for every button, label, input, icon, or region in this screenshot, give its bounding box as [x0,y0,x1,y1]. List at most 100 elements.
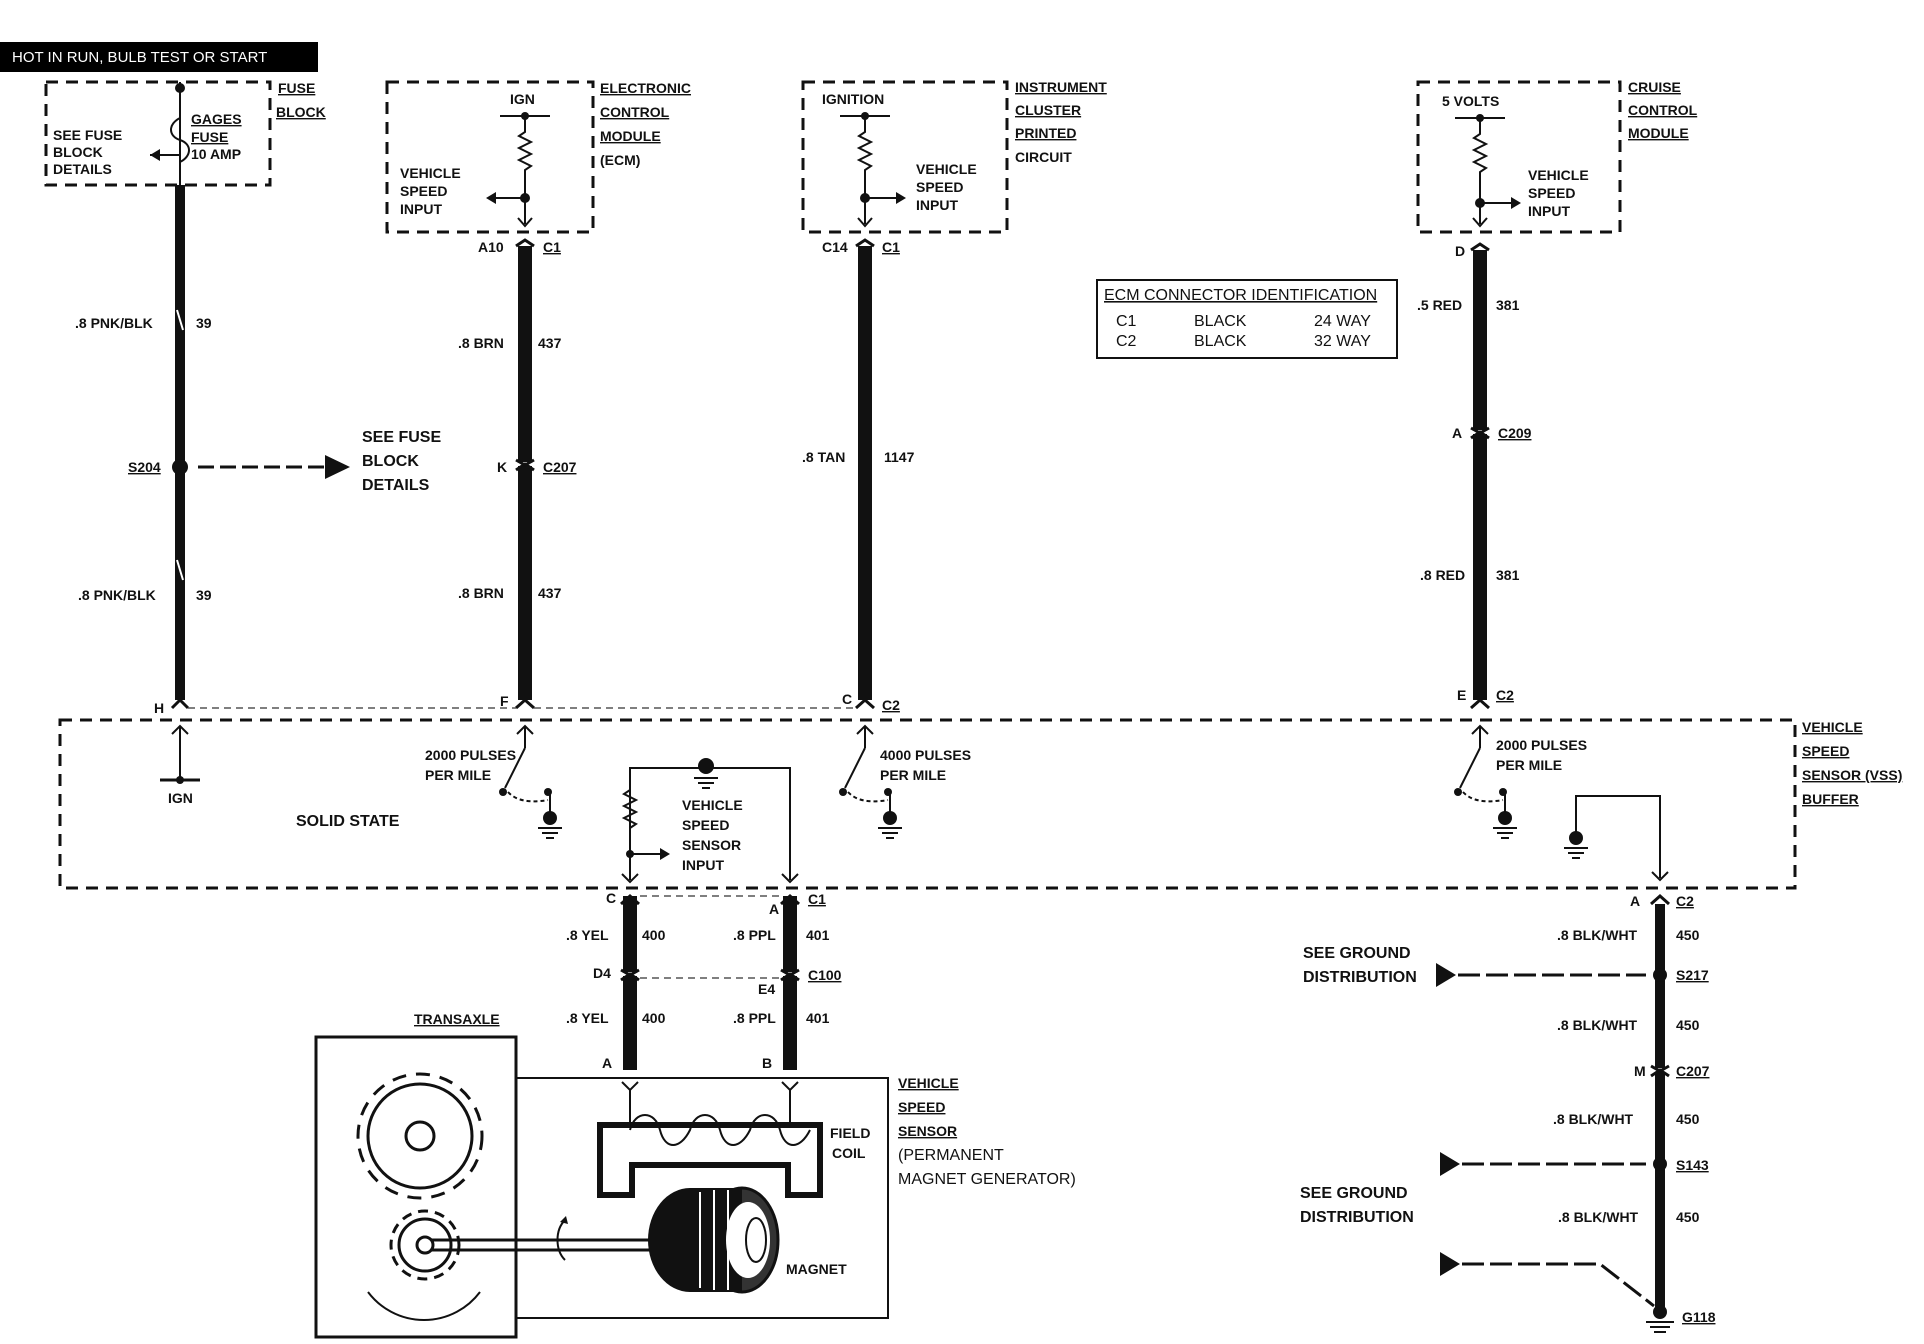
cluster-box [801,80,1009,234]
solid-state-label: SOLID STATE [296,813,400,830]
diagram-label: PER MILE [880,767,946,783]
diagram-label: (PERMANENT [898,1147,1004,1164]
diagram-label: 450 [1676,927,1700,943]
diagram-label: SEE FUSE [362,429,441,446]
ecm-table-cell: BLACK [1194,313,1247,330]
diagram-label: SPEED [916,179,963,195]
diagram-label: 450 [1676,1111,1700,1127]
diagram-label: IGN [510,91,535,107]
diagram-label: PER MILE [425,767,491,783]
diagram-label: .8 RED [1420,567,1465,583]
diagram-label: .8 PPL [733,927,776,943]
diagram-label: C2 [1496,687,1514,703]
fuse-block-box [44,80,272,187]
diagram-label: A10 [478,239,504,255]
diagram-label: C1 [808,891,826,907]
field-coil-icon [597,1114,823,1198]
diagram-label: .8 BLK/WHT [1557,1017,1638,1033]
diagram-label: S143 [1676,1157,1709,1173]
diagram-label: M [1634,1063,1646,1079]
diagram-label: K [497,459,507,475]
diagram-label: MODULE [600,128,661,144]
diagram-label: .8 PPL [733,1010,776,1026]
diagram-label: INPUT [400,201,442,217]
diagram-label: 39 [196,315,212,331]
ecm-table-cell: C1 [1116,313,1137,330]
diagram-label: 4000 PULSES [880,747,971,763]
diagram-label: COIL [832,1145,866,1161]
diagram-label: G118 [1682,1309,1716,1325]
ecm-table-cell: BLACK [1194,333,1247,350]
diagram-label: DETAILS [362,477,430,494]
diagram-label: 1147 [884,449,915,465]
diagram-label: CONTROL [600,104,670,120]
gages-fuse-label: FUSE [191,129,228,145]
diagram-label: CIRCUIT [1015,149,1072,165]
diagram-label: C209 [1498,425,1532,441]
diagram-label: E [1457,687,1466,703]
diagram-label: INSTRUMENT [1015,79,1107,95]
gages-fuse-label: GAGES [191,111,242,127]
diagram-label: 400 [642,927,666,943]
magnet-icon [648,1186,780,1294]
diagram-label: S204 [128,459,161,475]
diagram-label: SPEED [1528,185,1575,201]
diagram-label: .8 BRN [458,335,504,351]
diagram-label: 5 VOLTS [1442,93,1499,109]
diagram-label: A [602,1055,612,1071]
hot-banner: HOT IN RUN, BULB TEST OR START [12,49,267,66]
diagram-label: A [769,901,779,917]
diagram-label: IGN [168,790,193,806]
diagram-label: .8 TAN [802,449,845,465]
ecm-connector-table [1096,279,1398,359]
diagram-label: INPUT [916,197,958,213]
vss-buffer-box [58,718,1797,890]
fuse-see-details: BLOCK [53,144,103,160]
diagram-label: 437 [538,585,562,601]
diagram-label: .8 YEL [566,927,609,943]
diagram-label: C1 [543,239,561,255]
diagram-label: VEHICLE [1802,719,1863,735]
diagram-label: CLUSTER [1015,102,1081,118]
splice-s204 [172,459,188,475]
fuse-block-title: BLOCK [276,104,326,120]
ecm-box [385,80,595,234]
diagram-label: .8 BLK/WHT [1553,1111,1634,1127]
diagram-label: FIELD [830,1125,870,1141]
diagram-label: D4 [593,965,611,981]
diagram-label: 450 [1676,1209,1700,1225]
diagram-label: VEHICLE [400,165,461,181]
diagram-label: 437 [538,335,562,351]
diagram-label: BUFFER [1802,791,1859,807]
large-gear-icon [356,1072,484,1200]
diagram-label: C2 [882,697,900,713]
diagram-label: .8 BLK/WHT [1557,927,1638,943]
diagram-label: .8 PNK/BLK [78,587,156,603]
diagram-label: MODULE [1628,125,1689,141]
diagram-label: A [1630,893,1640,909]
ecm-table-cell: 24 WAY [1314,313,1371,330]
diagram-label: INPUT [1528,203,1570,219]
small-gear-icon [389,1209,461,1281]
diagram-label: H [154,700,164,716]
diagram-label: .8 YEL [566,1010,609,1026]
diagram-label: VEHICLE [1528,167,1589,183]
diagram-label: C1 [882,239,900,255]
diagram-label: C [606,890,616,906]
diagram-label: 401 [806,1010,830,1026]
fuse-block-title: FUSE [278,80,315,96]
ecm-table-title: ECM CONNECTOR IDENTIFICATION [1104,287,1377,304]
diagram-label: C14 [822,239,848,255]
diagram-label: SENSOR (VSS) [1802,767,1902,783]
diagram-label: C100 [808,967,842,983]
diagram-label: C [842,691,852,707]
fuse-see-details: SEE FUSE [53,127,122,143]
diagram-label: F [500,693,509,709]
diagram-label: PER MILE [1496,757,1562,773]
diagram-label: INPUT [682,857,724,873]
diagram-label: VEHICLE [898,1075,959,1091]
diagram-label: 400 [642,1010,666,1026]
diagram-label: DISTRIBUTION [1300,1209,1414,1226]
diagram-label: C207 [543,459,577,475]
